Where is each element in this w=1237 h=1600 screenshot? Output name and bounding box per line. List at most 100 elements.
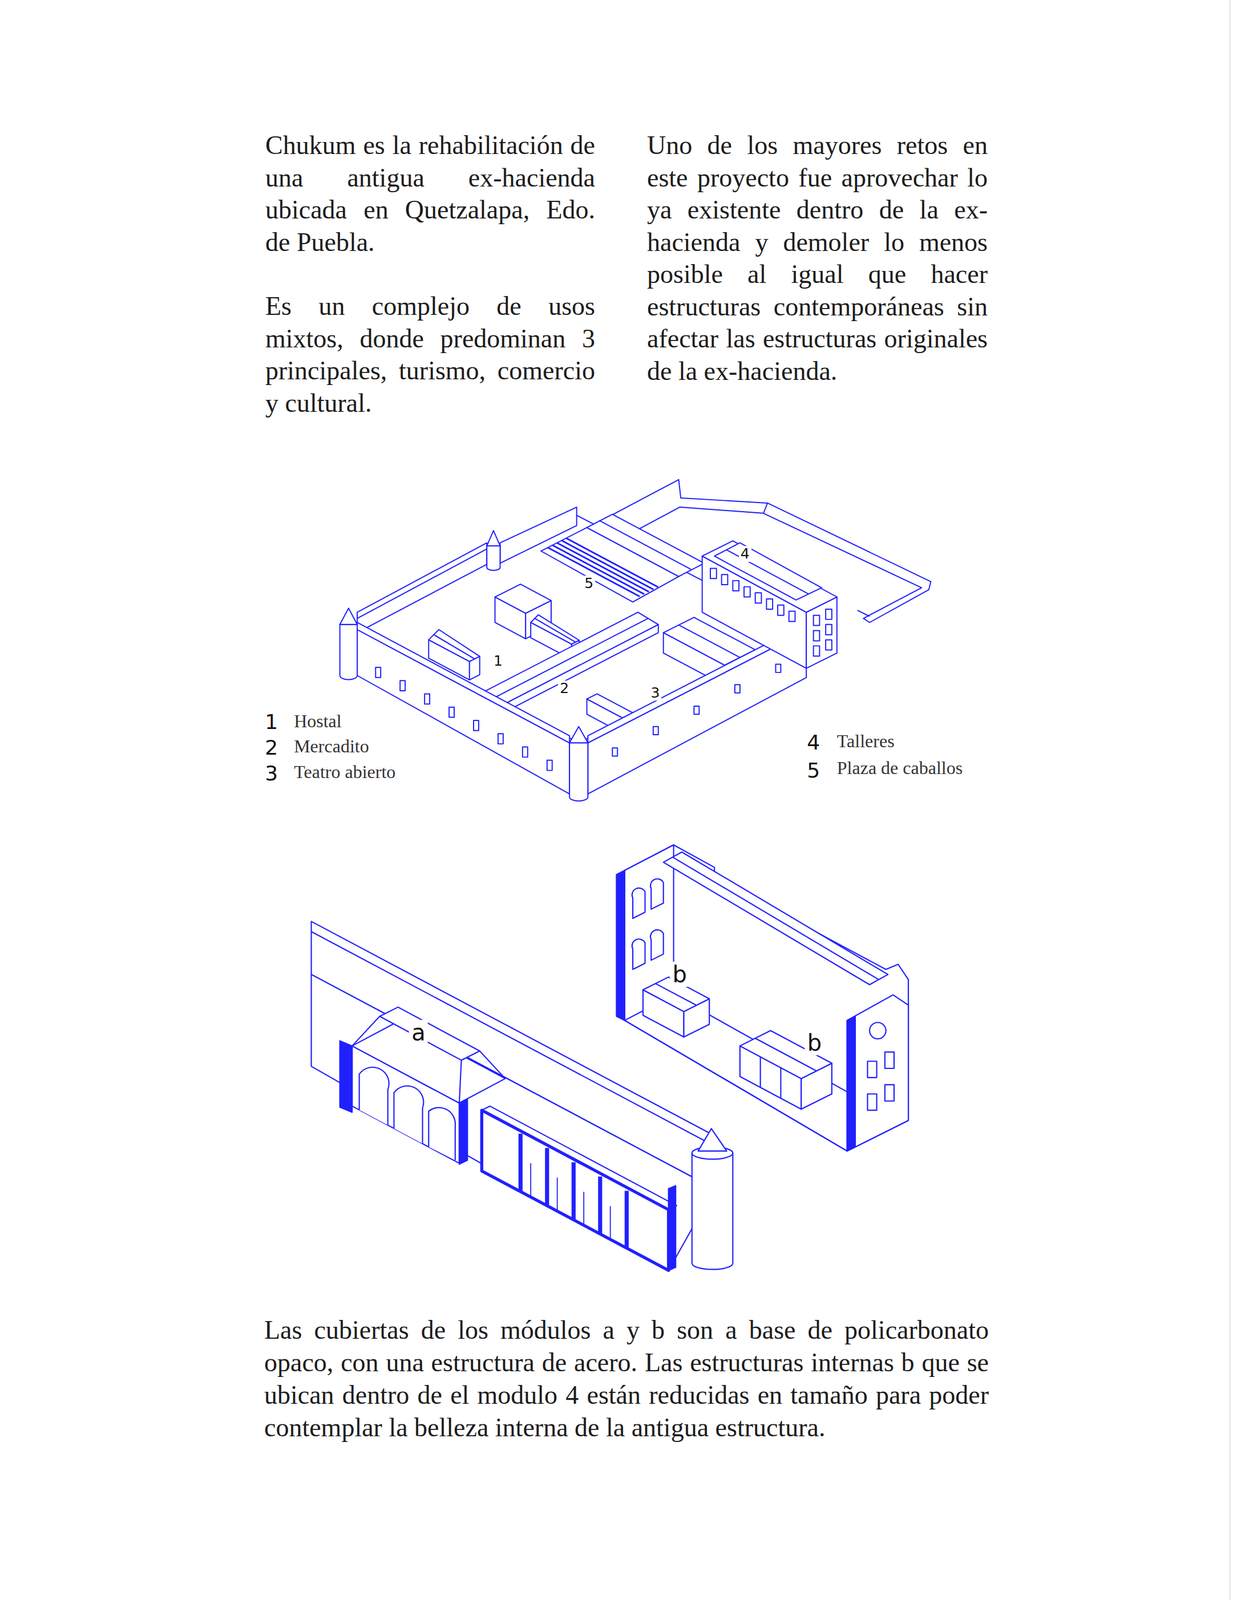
legend-number: 3 xyxy=(264,762,278,786)
body-paragraph: Chukum es la rehabilitación de una antig… xyxy=(265,129,596,259)
complex-axonometric-part-part xyxy=(498,733,504,745)
complex-axonometric-part-part xyxy=(424,693,430,705)
body-paragraph: Uno de los mayores retos en este proyect… xyxy=(647,129,988,388)
section-a-axonometric-part-part xyxy=(571,1162,576,1222)
section-b-axonometric-part xyxy=(867,1094,877,1111)
section-b-axonometric-part xyxy=(672,857,879,981)
complex-axonometric-part-part xyxy=(813,631,820,642)
complex-axonometric-part xyxy=(702,540,838,613)
complex-axonometric-part xyxy=(357,548,487,619)
section-b-axonometric-part xyxy=(884,1085,895,1102)
complex-axonometric-part-part xyxy=(813,615,820,626)
complex-axonometric-part-part xyxy=(825,624,832,636)
complex-axonometric-part-part xyxy=(744,587,751,598)
complex-axonometric-part-part xyxy=(813,645,820,657)
complex-axonometric-part-part xyxy=(552,545,645,595)
module-letter: b xyxy=(805,1030,824,1056)
callout-number: 5 xyxy=(582,575,596,592)
complex-axonometric-part xyxy=(340,624,358,681)
section-b-axonometric-part xyxy=(624,845,909,1152)
complex-axonometric-part xyxy=(375,667,552,771)
section-a-axonometric-part-part xyxy=(583,1191,585,1225)
text-column: Uno de los mayores retos en este proyect… xyxy=(647,129,988,388)
section-a-axonometric-part xyxy=(340,1041,353,1113)
section-a-axonometric-part xyxy=(428,1108,456,1161)
module-letter: b xyxy=(670,961,690,988)
section-a-axonometric-part xyxy=(698,1129,727,1152)
complex-axonometric-part-part xyxy=(375,667,381,678)
section-a-axonometric-part xyxy=(311,974,715,1271)
section-a-axonometric-part xyxy=(479,1051,506,1079)
complex-axonometric-part-part xyxy=(547,760,553,771)
complex-axonometric-part-part xyxy=(653,726,659,735)
section-a-axonometric-part-part xyxy=(624,1191,629,1249)
complex-axonometric-part-part xyxy=(755,592,762,604)
section-b-axonometric xyxy=(616,845,909,1152)
complex-axonometric-part xyxy=(763,503,768,514)
body-paragraph: Es un complejo de usos mixtos, donde pre… xyxy=(265,290,596,420)
legend-label: Hostal xyxy=(293,711,342,732)
complex-axonometric-part-part xyxy=(789,611,796,622)
complex-axonometric-part xyxy=(495,584,552,614)
section-b-axonometric-part xyxy=(632,888,646,919)
complex-axonometric-part-part xyxy=(710,568,717,579)
section-a-axonometric-part xyxy=(379,1007,480,1061)
section-b-axonometric-part xyxy=(632,939,646,970)
complex-axonometric-part xyxy=(678,625,741,658)
callout-number: 2 xyxy=(558,681,571,698)
section-a-axonometric-part xyxy=(459,1060,462,1104)
section-a-axonometric-part xyxy=(692,1153,734,1270)
section-b-axonometric-part xyxy=(616,870,625,1021)
section-a-axonometric-part-part xyxy=(556,1177,559,1211)
section-b-axonometric-part xyxy=(650,930,664,961)
complex-axonometric-part xyxy=(587,693,633,718)
complex-axonometric-part xyxy=(340,608,358,625)
section-b-axonometric-part xyxy=(847,995,909,1152)
complex-axonometric-part-part xyxy=(734,684,741,693)
section-b-axonometric-part xyxy=(740,1031,832,1079)
module-letter: a xyxy=(409,1020,428,1046)
complex-axonometric-part-part xyxy=(775,664,781,673)
section-a-axonometric-part xyxy=(352,1016,380,1047)
callout-number: 1 xyxy=(491,653,505,670)
complex-axonometric-part xyxy=(710,568,832,657)
section-b-axonometric-part xyxy=(867,1061,877,1078)
section-a-axonometric-part xyxy=(530,1163,611,1239)
complex-axonometric-part-part xyxy=(825,640,832,651)
complex-axonometric-part xyxy=(587,631,807,795)
section-b-axonometric-part xyxy=(869,1022,887,1040)
complex-axonometric-part-part xyxy=(777,605,784,616)
complex-axonometric-part xyxy=(587,514,705,577)
complex-axonometric-part xyxy=(714,543,822,601)
callout-number: 3 xyxy=(648,685,662,702)
section-b-axonometric-part xyxy=(884,1052,895,1069)
text-column: Chukum es la rehabilitación de una antig… xyxy=(265,129,596,420)
section-a-axonometric-part-part xyxy=(518,1133,523,1192)
complex-axonometric-part xyxy=(569,742,588,802)
complex-axonometric-part-part xyxy=(612,748,618,757)
callout-number: 4 xyxy=(738,546,752,563)
legend-label: Mercadito xyxy=(293,737,370,758)
complex-axonometric-part xyxy=(357,543,487,633)
complex-axonometric-part-part xyxy=(473,720,479,731)
complex-axonometric-part-part xyxy=(721,574,729,585)
complex-axonometric-part-part xyxy=(693,706,699,715)
complex-axonometric-part xyxy=(486,530,500,547)
complex-axonometric-part-part xyxy=(732,580,739,592)
section-a-axonometric-part xyxy=(668,1186,677,1271)
section-b-axonometric-part xyxy=(760,1057,762,1089)
section-a-axonometric-part xyxy=(393,1086,424,1144)
complex-axonometric-part xyxy=(433,635,475,660)
complex-axonometric-part-part xyxy=(449,707,455,718)
section-a-axonometric-part-part xyxy=(530,1163,532,1196)
section-a-axonometric-part xyxy=(359,1067,390,1126)
section-a-axonometric-part xyxy=(459,1099,468,1165)
complex-axonometric-part xyxy=(428,629,480,662)
complex-axonometric-part xyxy=(857,610,870,617)
section-b-axonometric-part xyxy=(847,1016,856,1152)
complex-axonometric-part-part xyxy=(825,609,832,620)
complex-axonometric-part xyxy=(599,520,691,570)
section-a-axonometric-part-part xyxy=(544,1148,549,1207)
section-a-axonometric-part xyxy=(481,1110,669,1271)
